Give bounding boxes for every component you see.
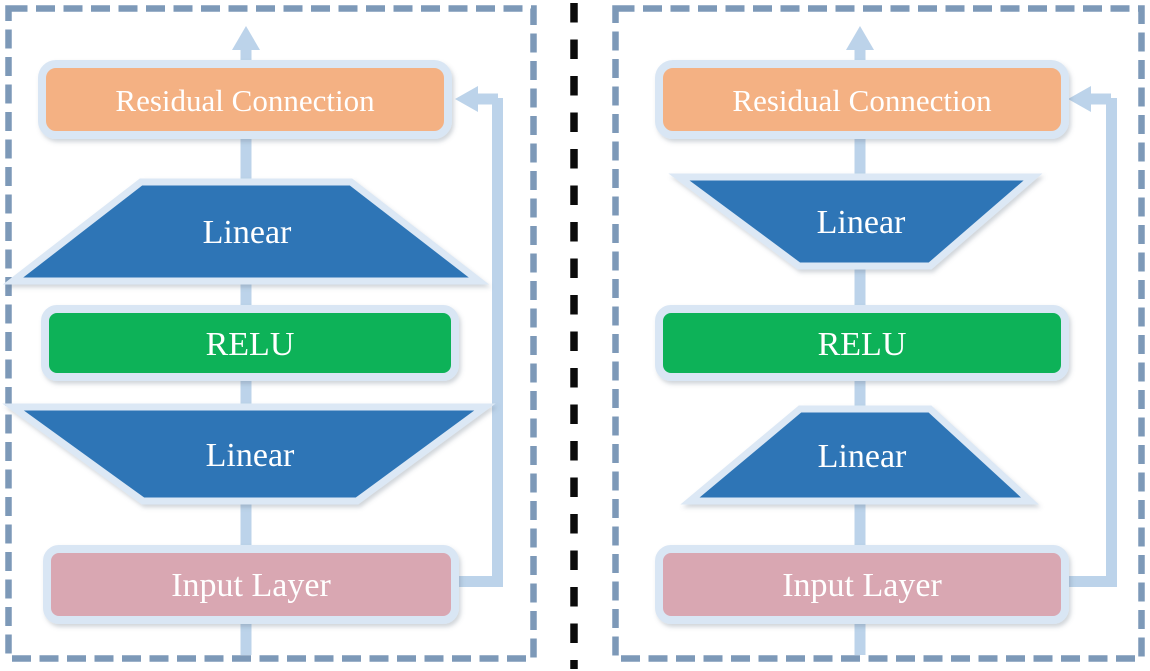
- right-input-layer-box: [655, 545, 1069, 624]
- right-connector-linear-input: [854, 498, 866, 552]
- left-top-arrow-head-icon: [232, 26, 260, 50]
- left-residual-connection-label: Residual Connection: [115, 83, 375, 118]
- right-connector-linear-relu: [854, 263, 866, 313]
- panel-right: Residual Connection Linear RELU Linear I…: [655, 26, 1117, 655]
- right-linear-lower-label: Linear: [818, 438, 907, 475]
- left-linear-lower-label: Linear: [206, 437, 295, 474]
- left-relu-label: RELU: [206, 326, 295, 363]
- left-connector-linear-relu: [240, 278, 252, 312]
- left-connectors: [232, 26, 503, 655]
- right-connector-residual-linear: [854, 135, 866, 183]
- left-linear-upper-label: Linear: [203, 214, 292, 251]
- right-residual-connection-box: [655, 60, 1069, 139]
- left-skip-horizontal-bottom: [452, 576, 503, 587]
- right-linear-upper-label: Linear: [817, 204, 906, 241]
- left-linear-lower-trapezoid: [2, 403, 496, 505]
- left-input-layer-box: [43, 545, 459, 624]
- left-input-layer-label: Input Layer: [171, 567, 331, 604]
- right-connectors: [846, 26, 1117, 655]
- right-relu-box: [655, 305, 1069, 381]
- left-panel-border: [5, 5, 537, 662]
- right-skip-arrow-head-icon: [1068, 86, 1091, 112]
- left-skip-arrow-head-icon: [455, 86, 478, 112]
- left-connector-linear-input: [240, 498, 252, 552]
- right-skip-horizontal-bottom: [1064, 576, 1115, 587]
- right-linear-upper-trapezoid: [668, 173, 1043, 270]
- right-relu-label: RELU: [818, 326, 907, 363]
- left-relu-box: [41, 305, 459, 381]
- left-linear-upper-trapezoid: [2, 178, 490, 285]
- right-skip-vertical: [1106, 98, 1117, 587]
- right-blocks: [655, 60, 1069, 624]
- left-skip-vertical: [492, 98, 503, 587]
- right-linear-lower-trapezoid: [680, 405, 1039, 505]
- right-panel-border: [612, 5, 1145, 662]
- right-skip-horizontal-top: [1089, 93, 1111, 105]
- right-connector-input-bottom: [854, 618, 866, 655]
- right-top-arrow-shaft: [854, 46, 866, 68]
- right-input-layer-label: Input Layer: [782, 567, 942, 604]
- left-blocks: [2, 60, 496, 624]
- right-connector-relu-linear: [854, 375, 866, 413]
- panel-left: Residual Connection Linear RELU Linear I…: [2, 26, 503, 655]
- left-connector-relu-linear: [240, 375, 252, 411]
- right-residual-connection-label: Residual Connection: [732, 83, 992, 118]
- left-connector-input-bottom: [240, 618, 252, 655]
- left-skip-horizontal-top: [476, 93, 498, 105]
- right-top-arrow-head-icon: [846, 26, 874, 50]
- left-residual-connection-box: [38, 60, 452, 139]
- left-connector-residual-linear: [240, 135, 252, 185]
- left-top-arrow-shaft: [240, 46, 252, 68]
